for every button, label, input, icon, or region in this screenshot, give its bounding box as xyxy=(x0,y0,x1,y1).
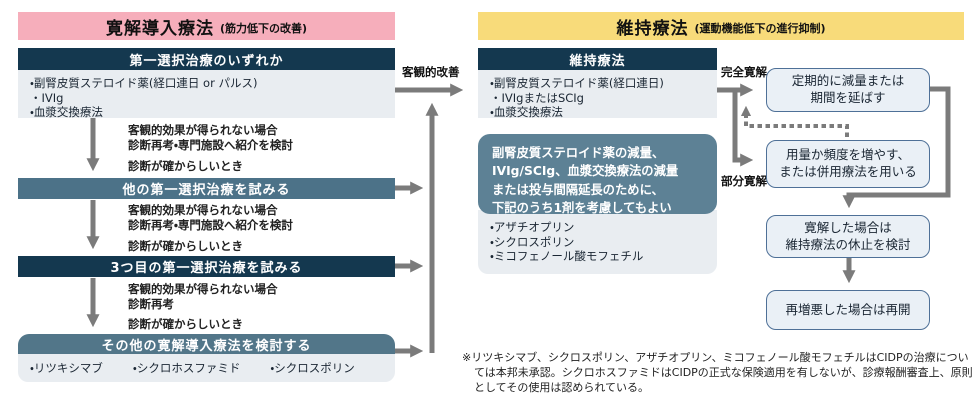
taper-drug-list: ・アザチオプリン ・シクロスポリン ・ミコフェノール酸モフェチル xyxy=(478,210,717,264)
third-choice-title: 3つ目の第一選択治療を試みる xyxy=(110,261,303,276)
flow-box-discontinue: 寛解した場合は 維持療法の休止を検討 xyxy=(766,215,930,258)
second-choice-title: 他の第一選択治療を試みる xyxy=(122,183,291,198)
flow-box-taper: 定期的に減量または 期間を延ばす xyxy=(766,68,930,112)
induction-title: 寛解導入療法 xyxy=(105,18,214,39)
step1-action: 診断再考・専門施設へ紹介を検討 xyxy=(128,138,293,152)
taper-drug-panel: ・アザチオプリン ・シクロスポリン ・ミコフェノール酸モフェチル xyxy=(478,210,717,274)
maintenance-subtitle: (運動機能低下の進行抑制) xyxy=(694,21,826,35)
list-item: ・アザチオプリン xyxy=(490,220,575,234)
step3-action: 診断再考 xyxy=(128,297,174,311)
objective-improvement-label: 客観的改善 xyxy=(402,65,460,79)
taper-note-box: 副腎皮質ステロイド薬の減量、 IVIg/SCIg、血漿交換療法の減量 または投与… xyxy=(478,134,717,215)
induction-header: 寛解導入療法 (筋力低下の改善) xyxy=(18,12,395,40)
step2-no-effect: 客観的効果が得られない場合 xyxy=(128,203,278,217)
other-induction-panel: ・リツキシマブ ・シクロホスファミド ・シクロスポリン xyxy=(18,354,395,382)
list-item: ・血漿交換療法 xyxy=(30,105,103,120)
maintenance-panel: ・副腎皮質ステロイド薬(経口連日) ・IVIgまたはSCIg ・血漿交換療法 xyxy=(478,70,717,120)
flow-box-increase: 用量か頻度を増やす、 または併用療法を用いる xyxy=(766,140,930,188)
step3-proceed: 診断が確からしいとき xyxy=(128,317,243,331)
first-choice-bar: 第一選択治療のいずれか xyxy=(18,48,395,70)
second-choice-bar: 他の第一選択治療を試みる xyxy=(18,178,395,199)
list-item: ・ミコフェノール酸モフェチル xyxy=(490,249,644,264)
maintenance-title: 維持療法 xyxy=(616,18,689,39)
step3-no-effect: 客観的効果が得られない場合 xyxy=(128,282,278,296)
partial-remission-label: 部分寛解 xyxy=(721,174,767,188)
list-item: ・IVIg xyxy=(30,90,64,105)
flow-box-restart: 再増悪した場合は再開 xyxy=(766,290,930,330)
maintenance-header: 維持療法 (運動機能低下の進行抑制) xyxy=(478,12,964,40)
complete-remission-label: 完全寛解 xyxy=(721,65,767,79)
list-item: ・IVIgまたはSCIg xyxy=(490,90,584,105)
arrow-dashed-return xyxy=(740,105,849,137)
step1-no-effect: 客観的効果が得られない場合 xyxy=(128,123,278,137)
list-item: ・血漿交換療法 xyxy=(490,105,563,120)
arrow-loop-to-box3 xyxy=(842,86,951,209)
list-item: ・リツキシマブ xyxy=(30,361,103,375)
list-item: ・シクロスポリン xyxy=(270,361,355,375)
list-item: ・副腎皮質ステロイド薬(経口連日) xyxy=(490,76,664,90)
footnote: ※リツキシマブ、シクロスポリン、アザチオプリン、ミコフェノール酸モフェチルはCI… xyxy=(462,351,973,394)
induction-subtitle: (筋力低下の改善) xyxy=(219,21,308,35)
arrow-partial-remission xyxy=(732,90,754,167)
first-choice-list: ・副腎皮質ステロイド薬(経口連日 or パルス) ・IVIg ・血漿交換療法 xyxy=(18,70,395,120)
maintenance-list: ・副腎皮質ステロイド薬(経口連日) ・IVIgまたはSCIg ・血漿交換療法 xyxy=(478,70,717,120)
step1-proceed: 診断が確からしいとき xyxy=(128,159,243,173)
third-choice-bar: 3つ目の第一選択治療を試みる xyxy=(18,256,395,277)
other-induction-title: その他の寛解導入療法を検討する xyxy=(101,338,312,354)
list-item: ・シクロホスファミド xyxy=(132,361,241,375)
first-choice-title: 第一選択治療のいずれか xyxy=(129,53,284,69)
first-choice-panel: ・副腎皮質ステロイド薬(経口連日 or パルス) ・IVIg ・血漿交換療法 xyxy=(18,70,395,120)
step2-action: 診断再考・専門施設へ紹介を検討 xyxy=(128,218,293,232)
list-item: ・副腎皮質ステロイド薬(経口連日 or パルス) xyxy=(30,76,258,90)
list-item: ・シクロスポリン xyxy=(490,234,575,249)
step2-proceed: 診断が確からしいとき xyxy=(128,239,243,253)
maintenance-bar: 維持療法 xyxy=(478,48,717,70)
other-induction-bar: その他の寛解導入療法を検討する xyxy=(18,334,395,354)
maintenance-bar-title: 維持療法 xyxy=(569,53,626,69)
